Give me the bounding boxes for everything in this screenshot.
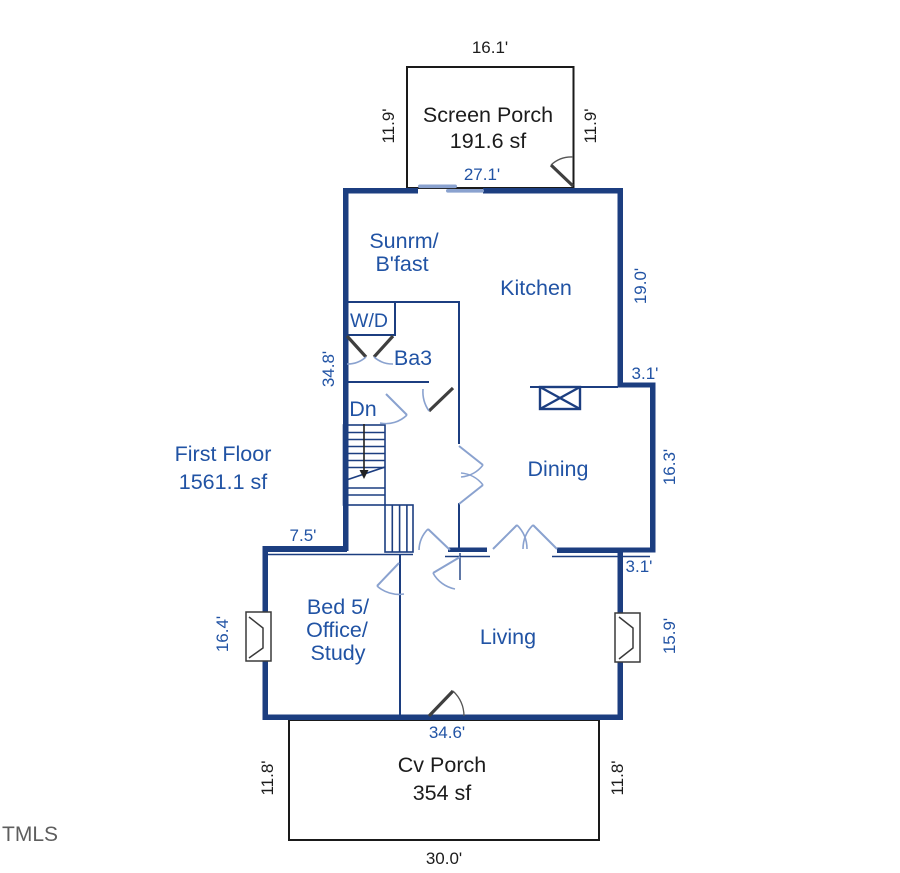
dimension-screen-porch-top: 16.1' <box>472 38 508 57</box>
dimension-cv-porch-right: 11.8' <box>608 760 627 795</box>
stairs-down-label: Dn <box>349 397 376 421</box>
tmls-watermark: TMLS <box>2 823 58 846</box>
dimension-bed5-left: 16.4' <box>213 616 232 652</box>
floor-area: 1561.1 sf <box>179 470 267 494</box>
room-label-bed5-line2: Office/ <box>306 618 368 642</box>
living-door <box>432 556 461 590</box>
room-label-cv-porch: Cv Porch <box>398 753 486 777</box>
dimension-cv-porch-bottom: 30.0' <box>426 849 462 868</box>
room-label-bed5-line3: Study <box>311 641 366 665</box>
dimension-main-bottom: 34.6' <box>429 723 465 742</box>
room-label-ba3: Ba3 <box>394 346 432 370</box>
hall-south-door <box>418 528 451 551</box>
wd-closet-doors <box>345 334 395 365</box>
stair-hall-door <box>379 393 408 425</box>
room-area-screen-porch: 191.6 sf <box>450 129 527 153</box>
room-label-bed5-line1: Bed 5/ <box>307 595 369 619</box>
room-label-living: Living <box>480 625 536 649</box>
floor-title: First Floor <box>175 442 272 466</box>
hall-double-doors <box>458 445 484 505</box>
front-door <box>427 689 465 718</box>
fireplace-symbol <box>538 385 582 411</box>
dimension-kitchen-jog: 3.1' <box>632 364 659 383</box>
dimension-living-jog: 3.1' <box>626 557 653 576</box>
dimension-upper-left: 34.8' <box>319 351 338 387</box>
staircase <box>342 424 414 553</box>
dining-french-doors <box>492 524 558 550</box>
bay-window-left <box>245 611 272 662</box>
bay-window-right <box>614 612 641 663</box>
dimension-living-right: 15.9' <box>660 618 679 654</box>
room-label-sunroom-line2: B'fast <box>375 252 428 276</box>
room-label-screen-porch: Screen Porch <box>423 103 553 127</box>
dimension-screen-porch-right: 11.9' <box>581 108 600 143</box>
room-label-wd: W/D <box>350 310 388 332</box>
screen-porch-door <box>549 156 575 188</box>
room-label-sunroom-line1: Sunrm/ <box>369 229 438 253</box>
sliding-door <box>418 184 484 193</box>
dimension-screen-porch-left: 11.9' <box>379 108 398 143</box>
dimension-dining-right: 16.3' <box>660 449 679 485</box>
bed5-door <box>376 562 405 596</box>
dimension-main-top: 27.1' <box>464 165 500 184</box>
room-area-cv-porch: 354 sf <box>413 781 472 805</box>
room-label-dining: Dining <box>528 457 589 481</box>
ba3-door <box>422 386 455 413</box>
dimension-cv-porch-left: 11.8' <box>258 760 277 795</box>
room-label-kitchen: Kitchen <box>500 276 572 300</box>
dimension-bed5-top: 7.5' <box>290 526 317 545</box>
dimension-kitchen-right: 19.0' <box>631 268 650 304</box>
